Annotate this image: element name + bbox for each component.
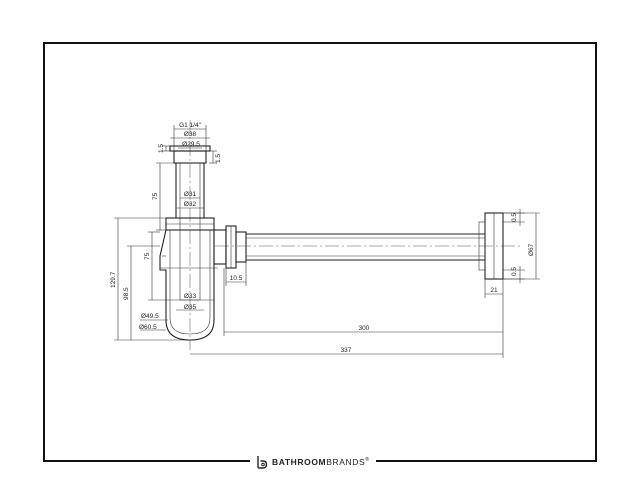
outlet-coupling xyxy=(213,225,247,269)
dim-1-5-right xyxy=(209,150,217,164)
label-300: 300 xyxy=(359,325,370,332)
brand-logo: BATHROOMBRANDS® xyxy=(250,453,376,471)
trap-nut xyxy=(165,217,215,231)
dim-337 xyxy=(190,336,504,358)
registered-mark: ® xyxy=(365,457,370,464)
label-d38: Ø38 xyxy=(184,131,197,138)
brand-name: BATHROOMBRANDS® xyxy=(272,457,370,467)
waste-flange xyxy=(169,145,211,164)
label-21: 21 xyxy=(490,287,498,294)
dim-300 xyxy=(223,268,504,336)
label-0-5-bottom: 0.5 xyxy=(511,267,518,276)
brand-name-bold: BATHROOM xyxy=(272,457,327,467)
label-10-5: 10.5 xyxy=(230,275,243,282)
b-monogram-icon xyxy=(257,456,268,469)
outlet-pipe xyxy=(246,233,485,261)
trap-body xyxy=(159,229,218,341)
label-0-5-top: 0.5 xyxy=(511,213,518,222)
label-thread: G1 1/4" xyxy=(179,122,202,129)
label-d31: Ø31 xyxy=(184,191,197,198)
brand-name-light: BRANDS xyxy=(326,457,366,467)
dim-129-7 xyxy=(114,217,190,341)
dim-75-lower xyxy=(148,231,166,301)
label-d35: Ø35 xyxy=(184,304,197,311)
dim-75-upper xyxy=(156,162,174,231)
label-d60-5: Ø60.5 xyxy=(139,324,157,331)
dim-10-5 xyxy=(225,262,247,286)
label-129-7: 129.7 xyxy=(110,271,117,288)
label-d67: Ø67 xyxy=(528,243,535,256)
label-75-lower: 75 xyxy=(144,252,151,260)
drawing-frame xyxy=(43,42,597,462)
label-d49-5: Ø49.5 xyxy=(141,313,159,320)
dim-d67 xyxy=(503,212,540,280)
label-d33: Ø33 xyxy=(184,293,197,300)
label-d32: Ø32 xyxy=(184,201,197,208)
label-337: 337 xyxy=(341,347,352,354)
label-75-upper: 75 xyxy=(152,192,159,200)
tail-pipe xyxy=(175,163,205,300)
dim-21 xyxy=(484,279,504,298)
label-1-5-top: 1.5 xyxy=(158,144,165,153)
wall-rosette xyxy=(478,212,504,280)
dim-1-5-top xyxy=(162,145,170,152)
label-1-5-right: 1.5 xyxy=(215,154,222,163)
label-98-5: 98.5 xyxy=(123,287,130,300)
dim-98-5 xyxy=(127,245,160,340)
label-d29-5: Ø29.5 xyxy=(182,141,200,148)
